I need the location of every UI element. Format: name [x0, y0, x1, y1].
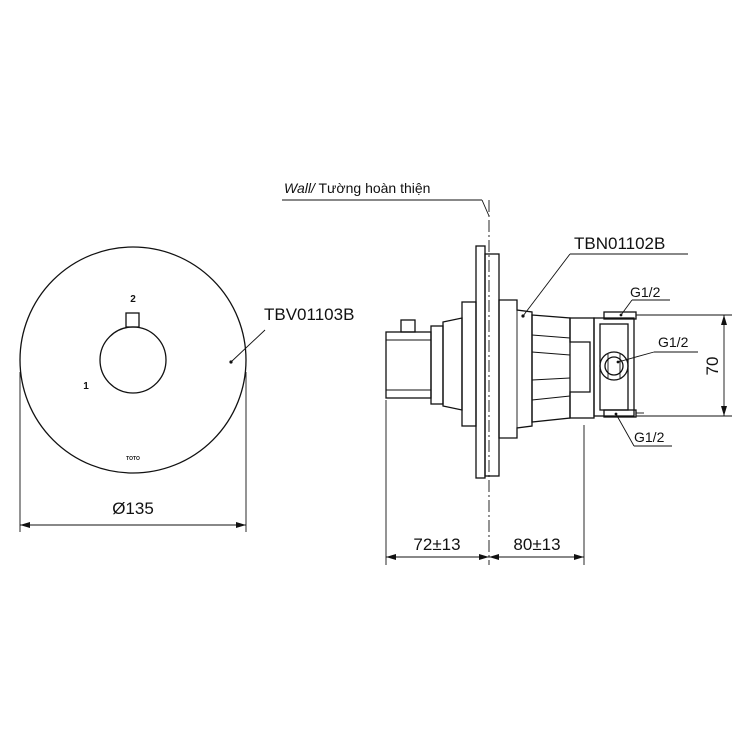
side-view: Wall/ Tường hoàn thiện — [282, 180, 732, 565]
height-dimension: 70 — [703, 357, 722, 376]
logo-mark: TOTO — [126, 456, 140, 462]
top-port — [603, 311, 637, 320]
body-depth-dimension: 80±13 — [513, 535, 560, 554]
side-cover-sleeve — [461, 301, 477, 427]
port-top-label: G1/2 — [630, 284, 661, 300]
handle-position-2: 2 — [130, 294, 136, 305]
port-block — [593, 317, 635, 417]
body-model-label: TBN01102B — [574, 234, 665, 253]
bottom-port — [603, 409, 637, 418]
body-model-leader — [522, 253, 571, 317]
side-trim-plate — [475, 245, 486, 479]
middle-port — [599, 351, 629, 381]
port-middle-label: G1/2 — [658, 334, 689, 350]
handle-indicator — [125, 312, 140, 328]
port-bottom-label: G1/2 — [634, 429, 665, 445]
handle-knob-outline — [99, 326, 167, 394]
trim-model-leader — [230, 329, 266, 363]
handle-position-1: 1 — [83, 381, 89, 392]
trim-plate-outline — [19, 246, 247, 474]
side-handle — [385, 331, 432, 399]
side-valve-body — [498, 299, 533, 439]
diameter-dimension: Ø135 — [112, 499, 154, 518]
front-view: 2 1 TOTO TBV01103B Ø135 — [19, 246, 354, 532]
trim-depth-dimension: 72±13 — [413, 535, 460, 554]
trim-model-label: TBV01103B — [264, 305, 354, 324]
wall-label: Wall/ Tường hoàn thiện — [284, 180, 430, 196]
